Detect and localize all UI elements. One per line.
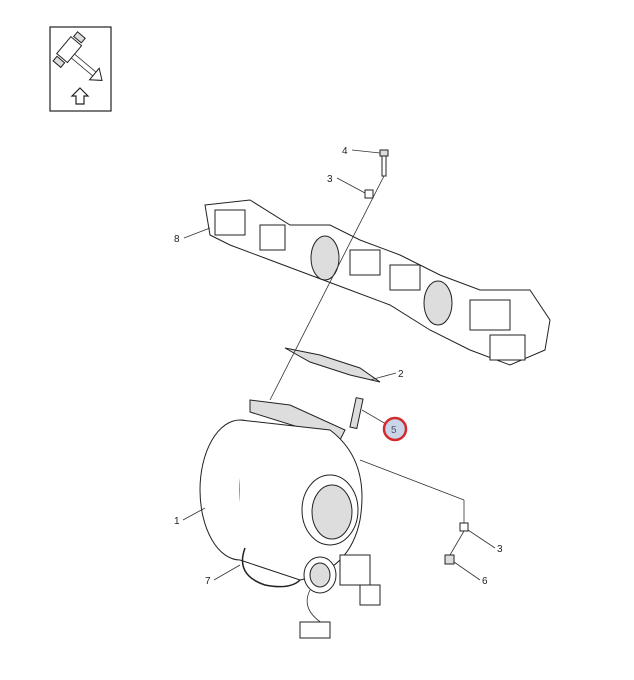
callout-7: 7 bbox=[205, 576, 211, 587]
callout-4: 4 bbox=[342, 146, 348, 157]
callout-highlight-5[interactable] bbox=[382, 416, 408, 442]
washer-part-3-bottom bbox=[459, 522, 469, 532]
callout-6: 6 bbox=[482, 576, 488, 587]
nut-part-6 bbox=[444, 554, 455, 565]
o-ring-part-7 bbox=[241, 547, 301, 588]
callout-3-top: 3 bbox=[327, 174, 333, 185]
front-view-arrow-icon bbox=[49, 26, 112, 112]
callout-2: 2 bbox=[398, 369, 404, 380]
callout-3-bottom: 3 bbox=[497, 544, 503, 555]
washer-part-3-top bbox=[364, 189, 374, 199]
callout-8: 8 bbox=[174, 234, 180, 245]
callout-1: 1 bbox=[174, 516, 180, 527]
exhaust-manifold-part-8 bbox=[204, 199, 551, 366]
gasket-part-2 bbox=[284, 347, 381, 383]
bolt-part-4 bbox=[379, 149, 389, 177]
stud-part-5 bbox=[349, 397, 364, 430]
callout-5[interactable]: 5 bbox=[391, 425, 397, 436]
turbocharger-part-1 bbox=[199, 399, 381, 639]
